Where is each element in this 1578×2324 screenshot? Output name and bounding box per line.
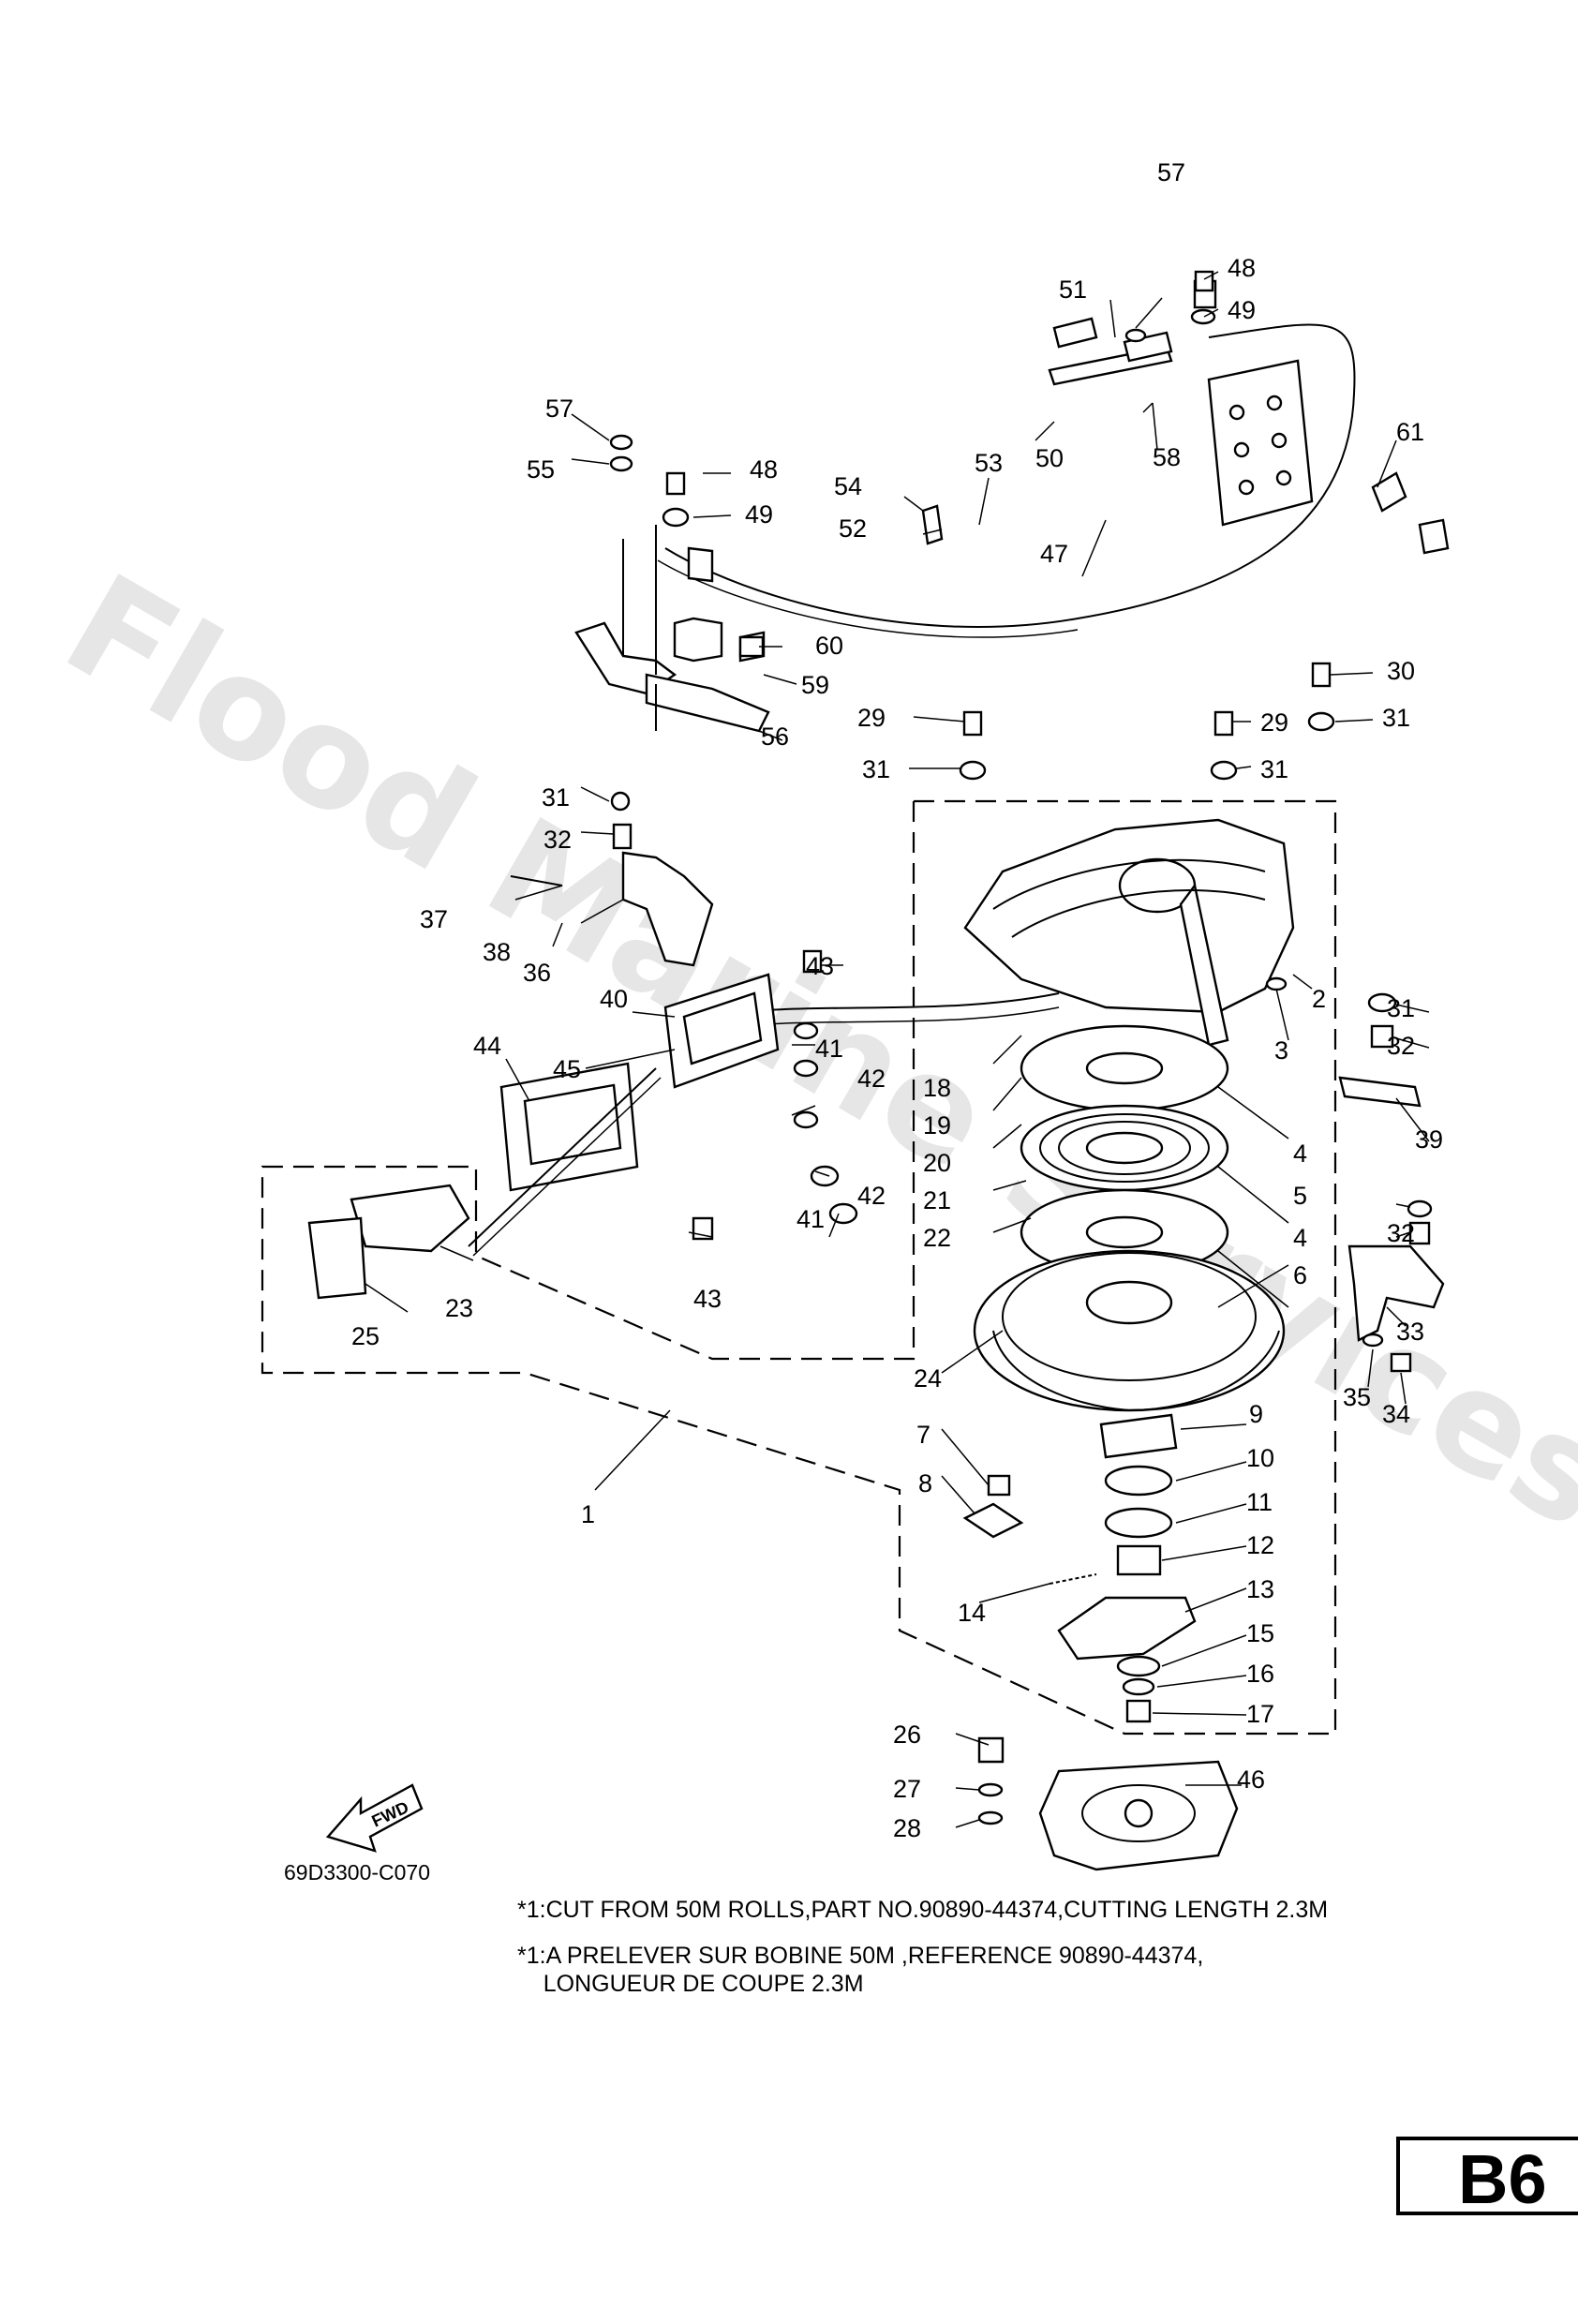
callout-29: 29 <box>857 704 886 732</box>
callout-56: 56 <box>761 723 789 751</box>
starter-pulley-cup <box>977 1736 1239 1871</box>
callout-17: 17 <box>1246 1700 1274 1728</box>
callout-34: 34 <box>1382 1400 1410 1428</box>
leader-lines <box>365 271 1430 1828</box>
callout-50: 50 <box>1035 444 1064 472</box>
callout-14: 14 <box>958 1599 986 1627</box>
callout-48: 48 <box>1228 254 1256 282</box>
page-badge-label: B6 <box>1458 2140 1547 2218</box>
callout-39: 39 <box>1415 1125 1443 1154</box>
callout-40: 40 <box>600 985 628 1013</box>
note-english: *1:CUT FROM 50M ROLLS,PART NO.90890-4437… <box>517 1897 1329 1923</box>
rewind-stack <box>973 1024 1286 1412</box>
callout-31: 31 <box>862 755 890 783</box>
callout-31: 31 <box>1387 994 1415 1022</box>
callout-21: 21 <box>923 1186 951 1214</box>
callout-4: 4 <box>1293 1140 1307 1168</box>
callout-35: 35 <box>1343 1383 1371 1411</box>
callout-45: 45 <box>553 1055 581 1083</box>
callout-32: 32 <box>543 826 572 854</box>
callout-19: 19 <box>923 1111 951 1140</box>
callout-31: 31 <box>542 783 570 812</box>
note-french: *1:A PRELEVER SUR BOBINE 50M ,REFERENCE … <box>517 1943 1204 1997</box>
callout-27: 27 <box>893 1775 921 1803</box>
callout-43: 43 <box>693 1285 722 1313</box>
callout-20: 20 <box>923 1149 951 1177</box>
callout-31: 31 <box>1382 704 1410 732</box>
right-brackets <box>1265 976 1445 1373</box>
callout-41: 41 <box>796 1205 825 1233</box>
callout-33: 33 <box>1396 1318 1424 1346</box>
callout-41: 41 <box>815 1035 843 1063</box>
callout-57: 57 <box>545 395 573 423</box>
callout-32: 32 <box>1387 1219 1415 1247</box>
callout-23: 23 <box>445 1294 473 1322</box>
starter-housing <box>963 818 1295 1047</box>
callout-9: 9 <box>1249 1400 1263 1428</box>
callout-10: 10 <box>1246 1444 1274 1472</box>
callout-29: 29 <box>1260 708 1288 737</box>
callout-5: 5 <box>1293 1182 1307 1210</box>
handle-assembly <box>307 791 858 1300</box>
engine-plate <box>1048 279 1450 555</box>
callout-25: 25 <box>351 1322 380 1350</box>
callout-59: 59 <box>801 671 829 699</box>
callout-16: 16 <box>1246 1660 1274 1688</box>
callout-1: 1 <box>581 1500 595 1528</box>
top-fasteners <box>609 270 1335 781</box>
callout-18: 18 <box>923 1074 951 1102</box>
callout-60: 60 <box>815 632 843 660</box>
callout-3: 3 <box>1274 1036 1288 1065</box>
callout-61: 61 <box>1396 418 1424 446</box>
callout-54: 54 <box>834 472 862 500</box>
callout-49: 49 <box>1228 296 1256 324</box>
callout-47: 47 <box>1040 540 1068 568</box>
callout-38: 38 <box>483 938 511 966</box>
callout-55: 55 <box>527 455 555 484</box>
callout-numbers: 1234456789101112131415161718192021222324… <box>351 158 1443 1842</box>
callout-42: 42 <box>857 1182 886 1210</box>
callout-37: 37 <box>420 905 448 933</box>
callout-49: 49 <box>745 500 773 529</box>
callout-8: 8 <box>918 1469 932 1497</box>
callout-6: 6 <box>1293 1261 1307 1289</box>
callout-42: 42 <box>857 1065 886 1093</box>
callout-26: 26 <box>893 1721 921 1749</box>
callout-58: 58 <box>1153 443 1181 471</box>
page-badge: B6 <box>1396 2137 1578 2218</box>
callout-12: 12 <box>1246 1531 1274 1559</box>
callout-48: 48 <box>750 455 778 484</box>
callout-53: 53 <box>975 449 1003 477</box>
assembly-boundary <box>261 799 1337 1736</box>
callout-30: 30 <box>1387 657 1415 685</box>
callout-24: 24 <box>914 1364 942 1393</box>
callout-7: 7 <box>916 1421 930 1449</box>
callout-13: 13 <box>1246 1575 1274 1603</box>
drawing-code: 69D3300-C070 <box>284 1860 431 1885</box>
callout-4: 4 <box>1293 1224 1307 1252</box>
callout-22: 22 <box>923 1224 951 1252</box>
callout-46: 46 <box>1237 1765 1265 1794</box>
callout-2: 2 <box>1312 985 1326 1013</box>
left-link-assembly <box>574 525 770 733</box>
callout-52: 52 <box>839 514 867 543</box>
fwd-arrow: FWD <box>325 1783 424 1853</box>
callout-36: 36 <box>523 959 551 987</box>
callout-28: 28 <box>893 1814 921 1842</box>
callout-57: 57 <box>1157 158 1185 186</box>
hardware-stack <box>962 1413 1197 1723</box>
callout-51: 51 <box>1059 276 1087 304</box>
callout-11: 11 <box>1246 1488 1273 1516</box>
callout-44: 44 <box>473 1032 501 1060</box>
callout-43: 43 <box>806 952 834 980</box>
callout-15: 15 <box>1246 1619 1274 1647</box>
callout-31: 31 <box>1260 755 1288 783</box>
callout-32: 32 <box>1387 1032 1415 1060</box>
